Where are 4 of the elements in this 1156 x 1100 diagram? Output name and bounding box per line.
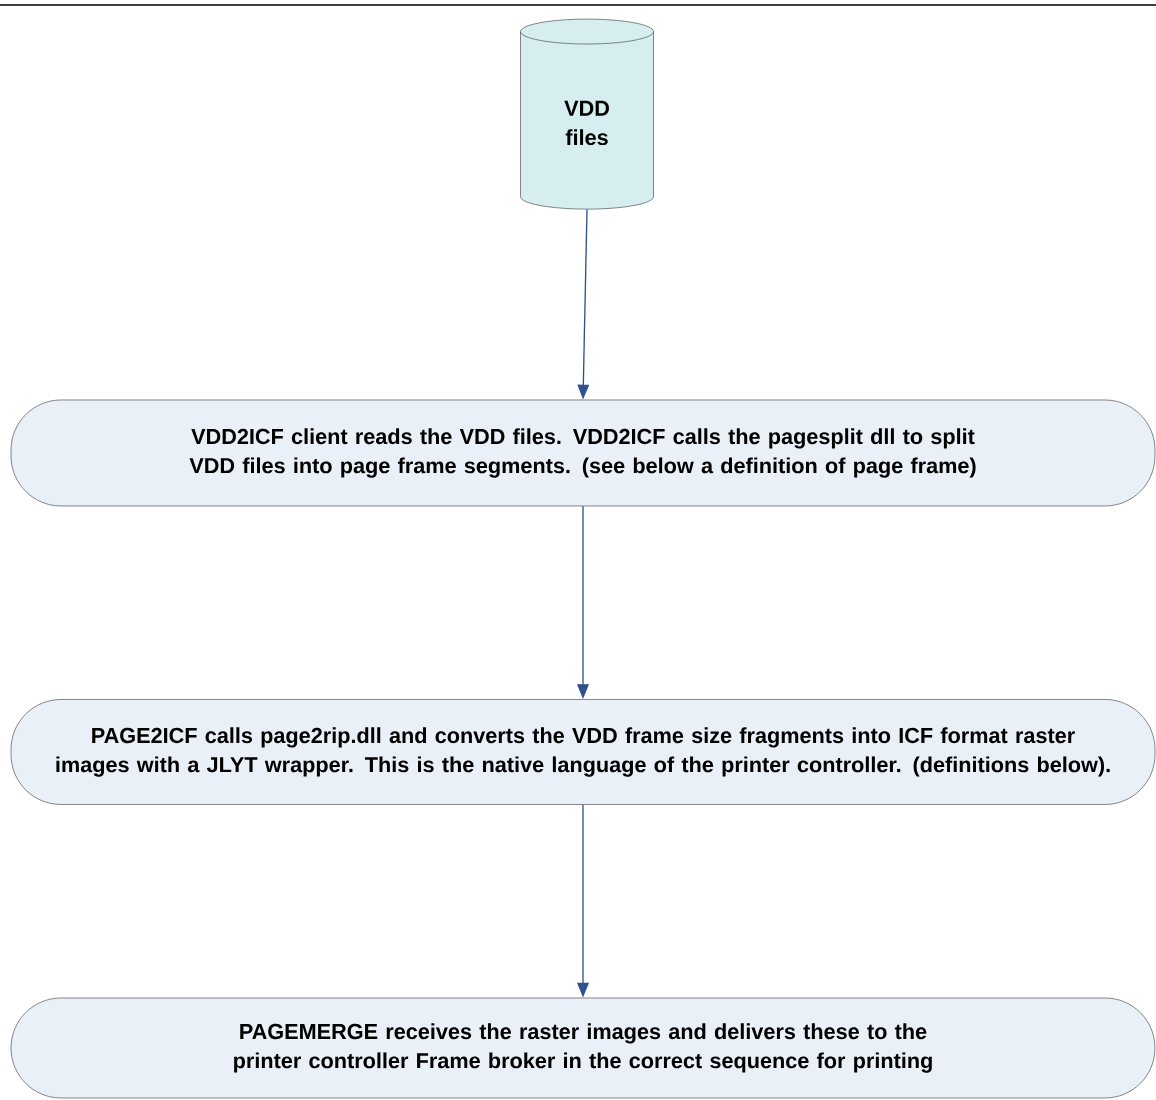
process-box: PAGE2ICF calls page2rip.dll and converts the VDD frame size fragments into ICF format raster images with a JLYT wrapper. This is the native language of the printer controller. (definitions below).	[10, 699, 1156, 805]
process-box: PAGEMERGE receives the raster images and delivers these to the printer controller Frame broker in the correct sequence for printing	[10, 997, 1156, 1099]
process-box: VDD2ICF client reads the VDD files. VDD2ICF calls the pagesplit dll to split VDD files into page frame segments. (see below a definition of page frame)	[10, 399, 1156, 507]
file-cylinder: VDD files	[520, 18, 654, 210]
